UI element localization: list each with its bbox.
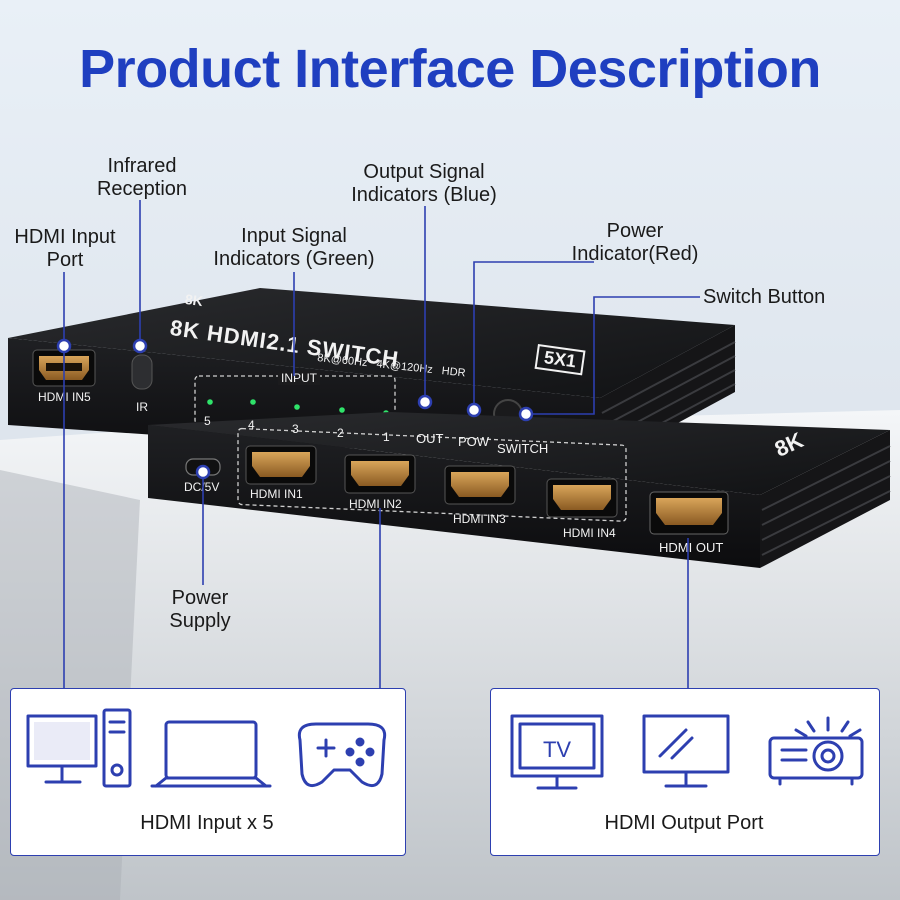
label-switch-button: Switch Button bbox=[703, 286, 826, 308]
led-number-2: 2 bbox=[337, 426, 344, 440]
hdmi-in3-label: HDMI IN3 bbox=[453, 512, 506, 526]
hdmi-out-label: HDMI OUT bbox=[659, 540, 724, 555]
input-indicator-box bbox=[194, 375, 396, 425]
projector-icon bbox=[768, 716, 864, 786]
input-caption: HDMI Input x 5 bbox=[140, 812, 274, 834]
label-power-indicator: Power Indicator(Red) bbox=[571, 220, 699, 265]
input-section-label: INPUT bbox=[278, 371, 320, 385]
led-number-1: 1 bbox=[383, 430, 390, 444]
pow-label: POW bbox=[458, 434, 490, 449]
led-number-3: 3 bbox=[292, 422, 299, 436]
page-title: Product Interface Description bbox=[79, 39, 821, 99]
switch-label: SWITCH bbox=[497, 441, 549, 456]
ir-sensor bbox=[131, 354, 153, 390]
cooling-fins-2 bbox=[761, 445, 891, 556]
device2-side bbox=[760, 430, 890, 568]
hdmi-in4-port[interactable] bbox=[546, 478, 618, 518]
tv-icon bbox=[510, 714, 604, 790]
out-label: OUT bbox=[416, 431, 444, 446]
monitor-icon bbox=[642, 714, 730, 788]
label-output-signal-indicators: Output Signal Indicators (Blue) bbox=[351, 161, 497, 206]
dc-label: DC/5V bbox=[184, 480, 220, 494]
desktop-computer-icon bbox=[26, 708, 132, 788]
label-power-supply: Power Supply bbox=[169, 587, 231, 632]
hdmi-in2-label: HDMI IN2 bbox=[349, 497, 402, 511]
hdmi-in2-port[interactable] bbox=[344, 454, 416, 494]
hdmi-in1-port[interactable] bbox=[245, 445, 317, 485]
input-ports-box bbox=[237, 427, 627, 522]
led-number-5: 5 bbox=[204, 414, 211, 428]
led-number-4: 4 bbox=[248, 418, 255, 432]
hdmi-out-port[interactable] bbox=[649, 491, 729, 535]
ir-label: IR bbox=[136, 400, 148, 414]
laptop-icon bbox=[150, 720, 272, 788]
output-caption: HDMI Output Port bbox=[604, 812, 764, 834]
hdmi-in3-port[interactable] bbox=[444, 465, 516, 505]
hdmi-in4-label: HDMI IN4 bbox=[563, 526, 616, 540]
tv-text: TV bbox=[543, 737, 571, 762]
gamepad-icon bbox=[297, 722, 387, 788]
hdmi-in1-label: HDMI IN1 bbox=[250, 487, 303, 501]
label-infrared-reception: Infrared Reception bbox=[96, 155, 188, 200]
label-hdmi-input-port: HDMI Input Port bbox=[14, 226, 116, 271]
label-input-signal-indicators: Input Signal Indicators (Green) bbox=[213, 225, 375, 270]
